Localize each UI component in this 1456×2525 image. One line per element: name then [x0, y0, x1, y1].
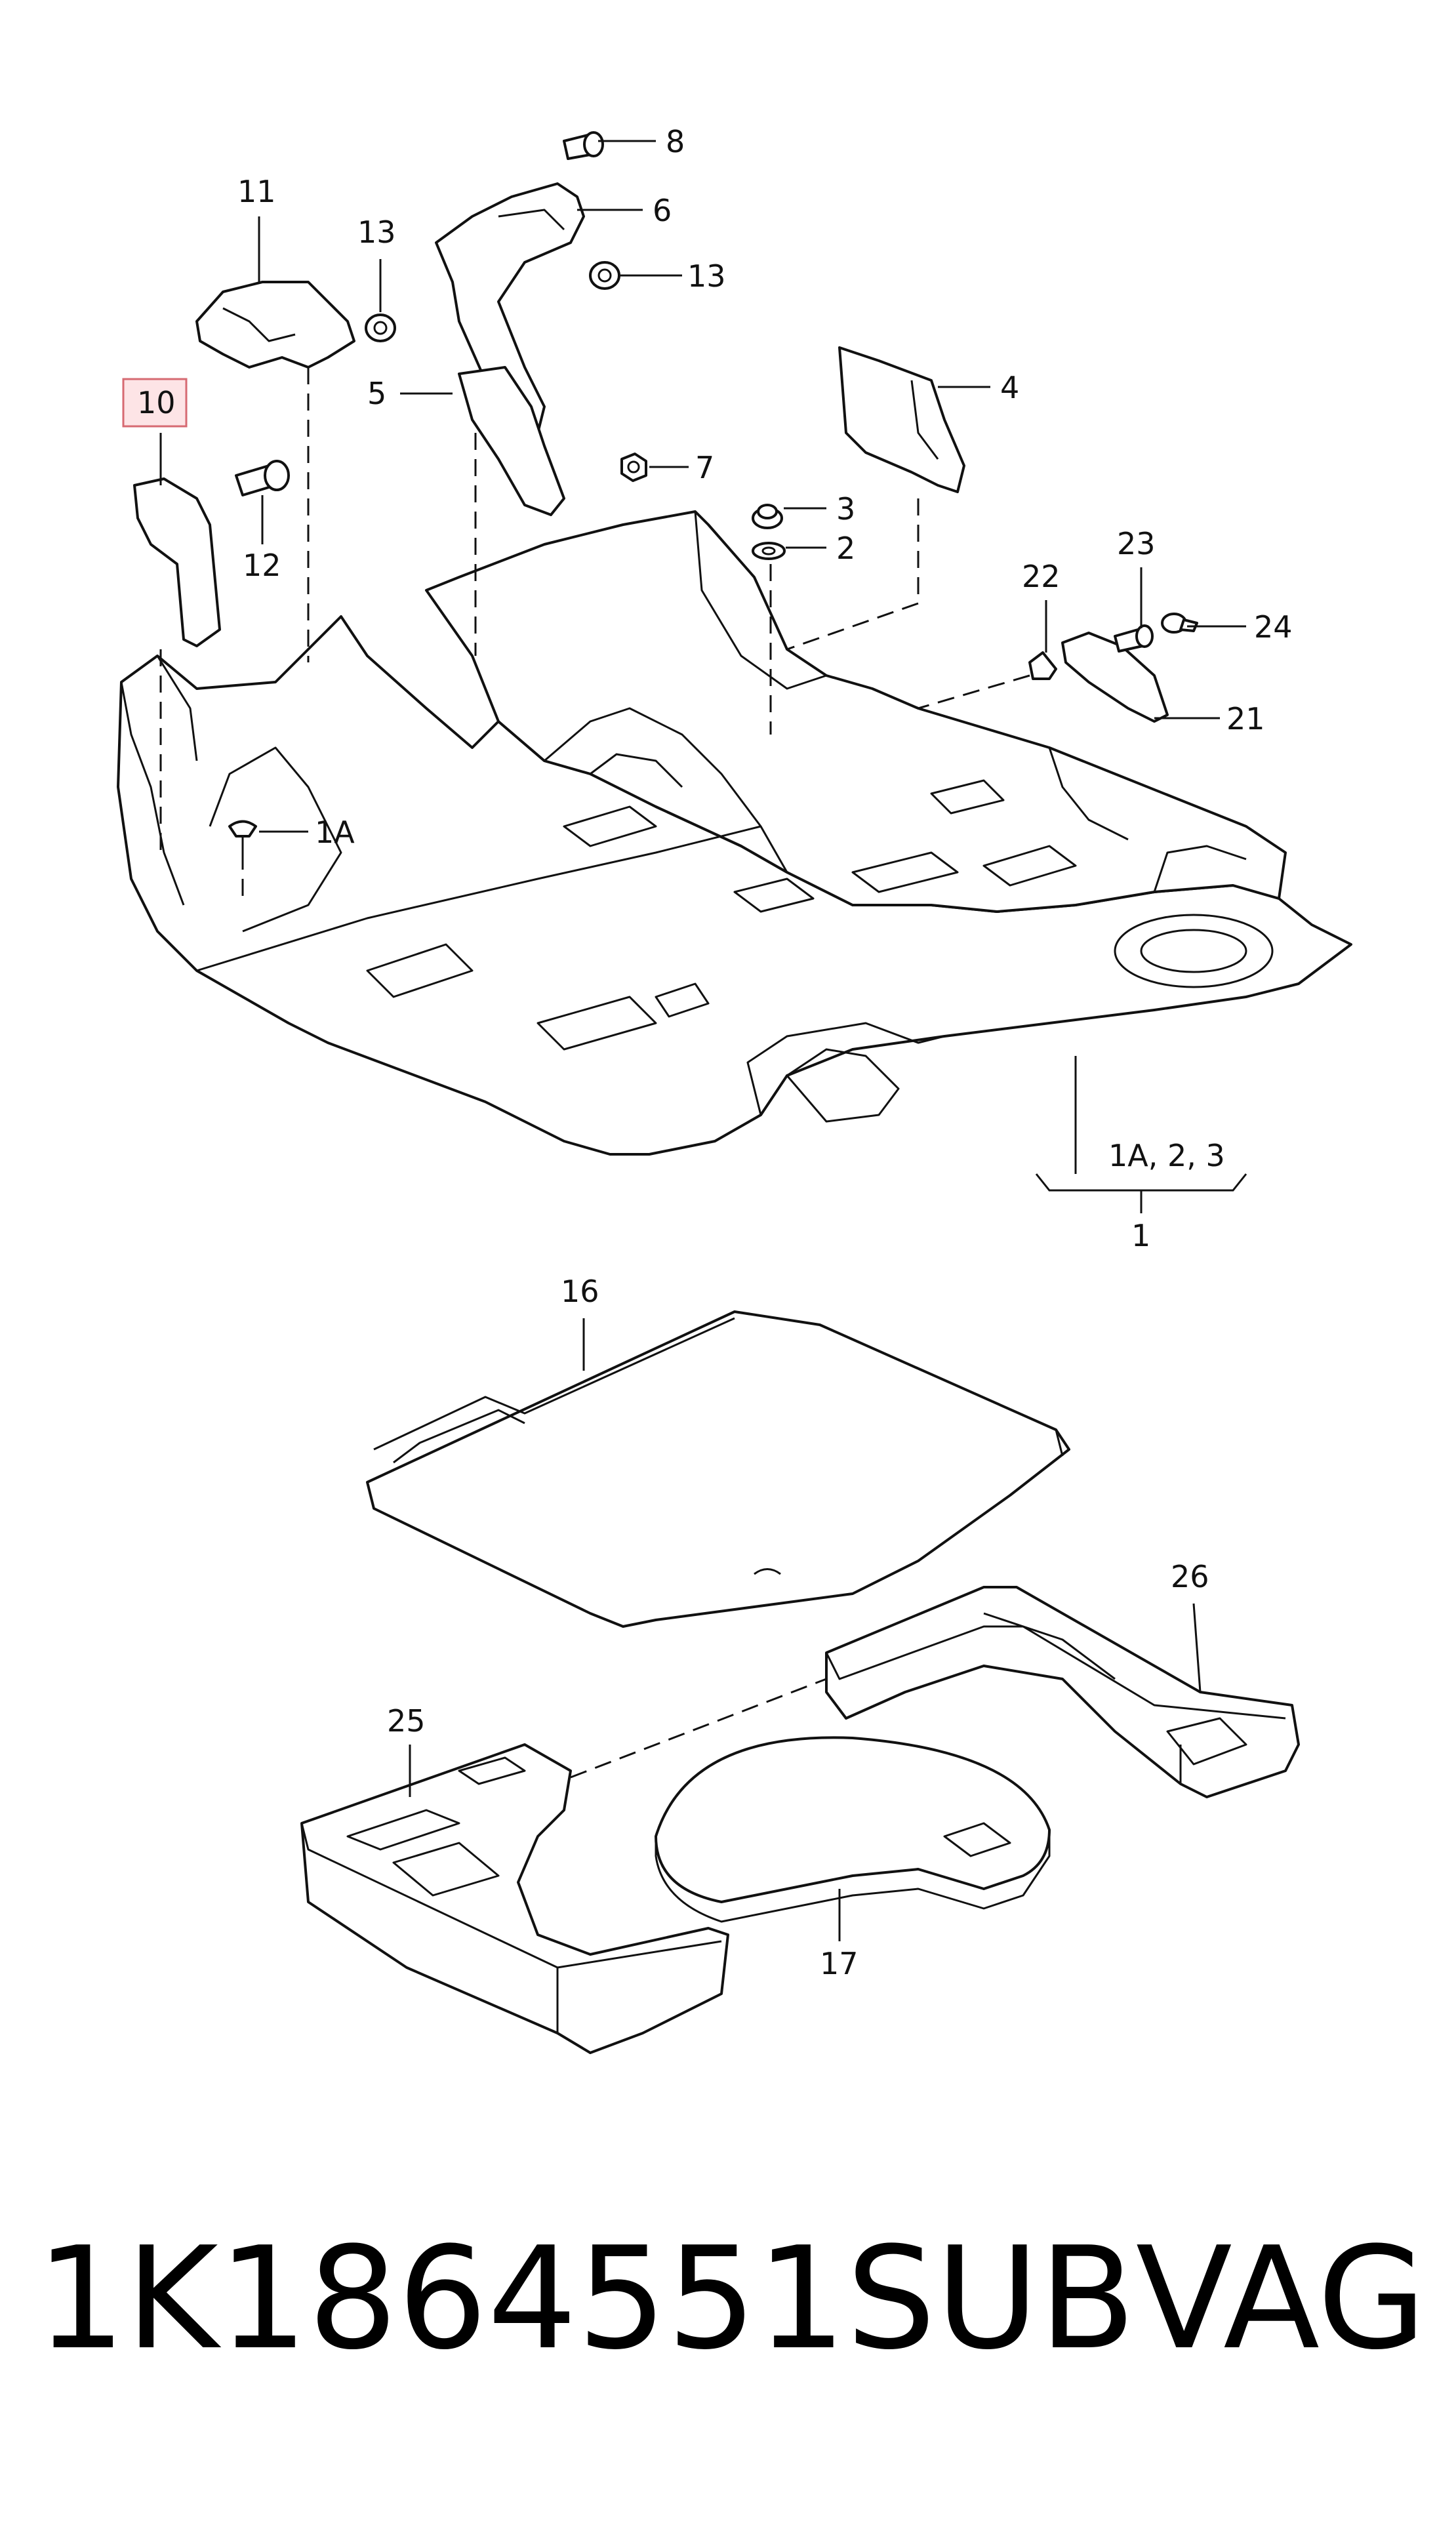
- screw-part-23: [1114, 624, 1154, 653]
- callout-10: 10: [137, 385, 176, 420]
- foam-insert-part-17: [655, 1736, 1051, 1923]
- clip-part-13-left: [365, 313, 396, 342]
- brand-name: VAG: [1135, 2216, 1426, 2381]
- callout-16: 16: [561, 1274, 599, 1309]
- clip-part-3: [752, 504, 783, 529]
- callout-22: 22: [1022, 559, 1061, 594]
- callout-1A-2-3: 1A, 2, 3: [1108, 1138, 1225, 1173]
- leader-lines: [159, 140, 1247, 1941]
- cover-part-21: [1061, 632, 1169, 723]
- callout-8: 8: [666, 124, 685, 159]
- box-tray-part-25: [300, 1743, 729, 2054]
- callout-25: 25: [387, 1703, 426, 1739]
- trim-strip-part-10: [133, 477, 221, 647]
- load-floor-board-part-16: [366, 1310, 1070, 1628]
- highlight-box-part-10: [122, 378, 188, 428]
- callout-24: 24: [1254, 609, 1293, 645]
- callout-1A-left: 1A: [315, 815, 355, 850]
- nut-part-7: [620, 453, 647, 482]
- callout-2: 2: [836, 531, 855, 566]
- callout-4: 4: [1000, 370, 1019, 405]
- callout-21: 21: [1226, 701, 1265, 737]
- assembly-dashed-lines: [159, 367, 1030, 1779]
- clip-part-22: [1028, 651, 1057, 680]
- part-number: 1K1864551SUB: [36, 2216, 1136, 2381]
- callout-7: 7: [695, 450, 714, 485]
- callout-1: 1: [1131, 1218, 1150, 1253]
- bolt-part-8: [563, 131, 604, 160]
- callout-13-left: 13: [357, 214, 396, 250]
- pillar-trim-part-6: [435, 182, 585, 434]
- footer-caption: 1K1864551SUB VAG: [36, 2220, 1426, 2377]
- callout-11: 11: [237, 174, 276, 209]
- clip-part-13-right: [589, 261, 620, 290]
- clip-part-24: [1161, 613, 1198, 634]
- floor-carpet-part: [117, 510, 1352, 1156]
- washer-part-2: [752, 542, 786, 560]
- callout-3: 3: [836, 491, 855, 527]
- screw-part-12: [235, 460, 290, 496]
- fastener-part-1A: [228, 820, 257, 853]
- callout-17: 17: [820, 1946, 859, 1981]
- side-panel-part-4: [838, 346, 965, 493]
- callout-5: 5: [367, 376, 386, 411]
- clip-part-5: [458, 366, 565, 516]
- callout-23: 23: [1117, 526, 1156, 561]
- callout-13-right: 13: [687, 258, 726, 294]
- callout-6: 6: [653, 193, 672, 228]
- callout-12: 12: [243, 548, 281, 583]
- callout-26: 26: [1171, 1559, 1209, 1594]
- bracket-part-11: [195, 281, 355, 369]
- box-tray-part-26: [825, 1586, 1300, 1798]
